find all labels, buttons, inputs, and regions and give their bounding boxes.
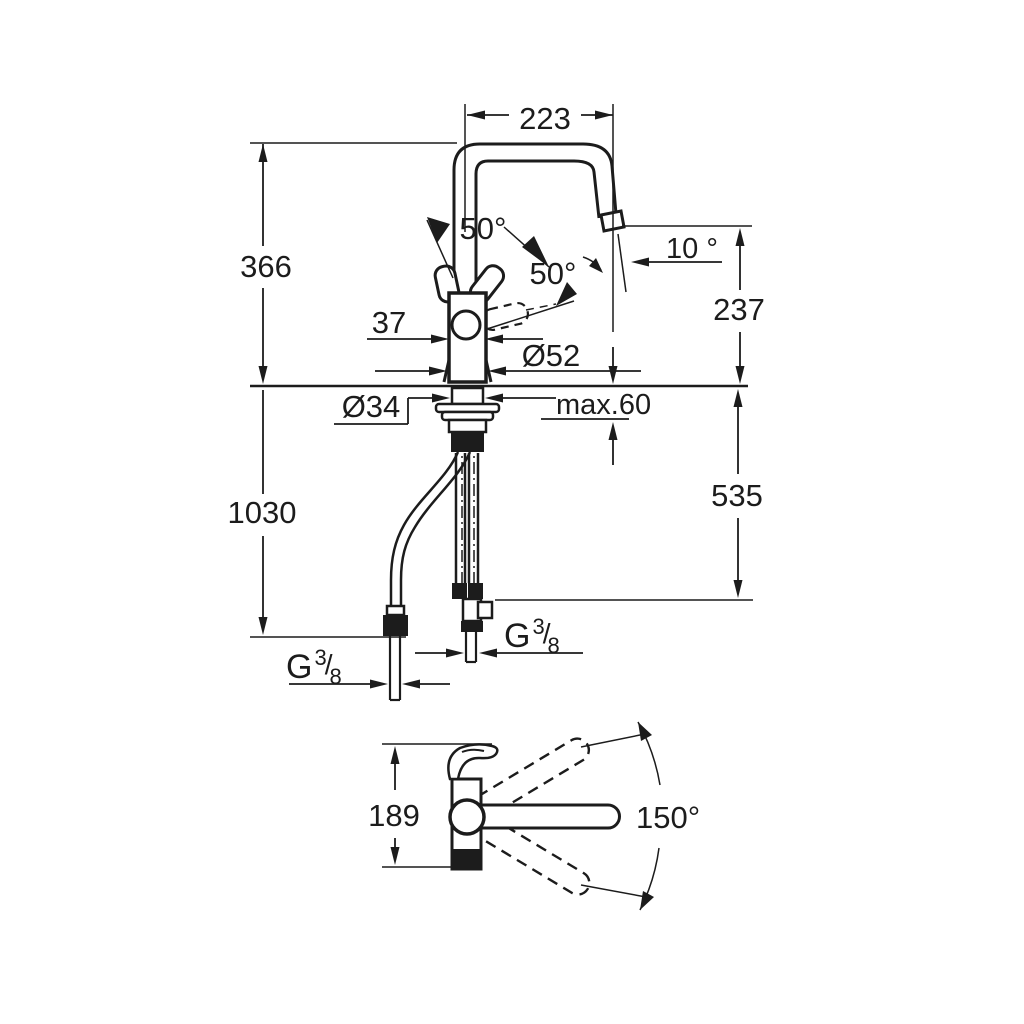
dim-535: 535 [711,389,763,598]
dim-50deg-front-label: 50° [530,256,577,291]
lever-dashed-position [481,301,529,331]
valve-handle [476,600,494,620]
dim-dia34: Ø34 [334,389,556,425]
dim-50deg-front: 50° [486,256,603,330]
mounting-collar [447,418,488,434]
top-body-black-band [452,849,481,869]
hose-fitting-left [452,583,467,599]
dim-535-label: 535 [711,478,763,513]
hose-collar [385,604,406,617]
dim-189-label: 189 [368,798,420,833]
dim-50deg-side-label: 50° [460,211,507,246]
dim-10deg-label: 10 ° [666,233,718,265]
dim-50deg-side: 50° [426,211,550,279]
valve-nut [461,621,483,632]
dim-237: 237 [713,228,765,384]
dim-dia52-label: Ø52 [522,338,581,373]
dim-max60-label: max.60 [556,389,651,421]
dim-g38-left: G3/8 [286,645,450,689]
top-pivot-circle [448,798,486,836]
hose-fitting-right [468,583,483,599]
dim-37-label: 37 [372,305,406,340]
front-view-dimensions: 223 366 1030 237 535 [228,101,765,689]
dim-g38-right: G3/8 [415,614,583,658]
spout-inner-path [474,159,601,295]
dim-10deg: 10 ° [631,233,722,267]
dim-237-label: 237 [713,292,765,327]
front-view-parts [383,142,627,702]
dim-1030-label: 1030 [228,495,297,530]
dim-366-label: 366 [240,249,292,284]
dim-g38-right-label: G3/8 [504,614,560,658]
dim-150deg-label: 150° [636,800,700,835]
spout-outer-path [452,142,618,295]
dim-150deg: 150° [580,721,700,911]
spout-dashed-down [477,815,591,896]
dim-37: 37 [367,305,543,344]
top-view: 189 150° [368,721,700,911]
ball-joint-circle [450,309,482,341]
dim-223: 223 [467,101,613,136]
dim-366-1030: 366 1030 [228,144,297,635]
outlet-axis-line [617,233,627,293]
mounting-nut [451,432,484,452]
top-lever-detail [461,748,485,753]
spout-dashed-up [477,737,590,818]
dim-dia52: Ø52 [375,338,641,376]
top-spout [470,803,621,830]
dim-max60: max.60 [541,347,651,465]
hose-end-nut [383,615,408,636]
dim-g38-left-label: G3/8 [286,645,342,689]
mounting-shank [450,386,485,406]
dim-189: 189 [368,743,492,868]
dim-223-label: 223 [519,101,571,136]
curved-hose [383,451,472,702]
top-lever [447,743,499,781]
dim-dia34-label: Ø34 [342,389,401,424]
straight-hoses [452,453,494,664]
